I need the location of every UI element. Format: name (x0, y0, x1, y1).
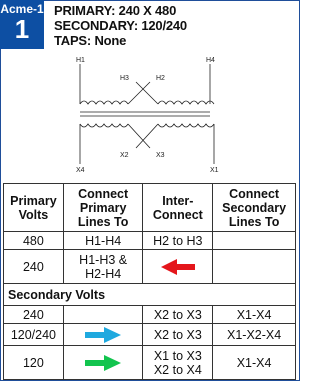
x3-label: X3 (156, 152, 165, 159)
secondary-volts-title: Secondary Volts (3, 283, 296, 306)
model-number: 1 (14, 14, 30, 44)
secondary-coil-left (79, 123, 129, 128)
h2-cross (135, 81, 159, 105)
secondary-title-row: Secondary Volts (3, 283, 296, 306)
cyan-arrow-icon (85, 326, 122, 343)
model-name: Acme-1 (0, 2, 44, 16)
wiring-diagram: H1 H4 H3 H2 X2 X3 X4 X1 (76, 57, 219, 174)
h4-label: H4 (206, 57, 215, 64)
primary-coil-right (157, 100, 215, 105)
taps-spec: TAPS: None (54, 33, 127, 48)
h2-label: H2 (156, 75, 165, 82)
primary-spec: PRIMARY: 240 X 480 (54, 3, 177, 18)
table-row: 120/240 X2 to X3 X1-X2-X4 (3, 323, 296, 346)
primary-coil-left (79, 100, 129, 105)
table-row: 480 H1-H4 H2 to H3 (3, 231, 296, 250)
secondary-coil-right (157, 123, 215, 128)
table-row: 240 X2 to X3 X1-X4 (3, 305, 296, 324)
secondary-spec: SECONDARY: 120/240 (54, 18, 187, 33)
x4-label: X4 (76, 167, 85, 174)
x2-label: X2 (120, 152, 129, 159)
model-badge: Acme-1 1 (0, 0, 44, 49)
h3-label: H3 (120, 75, 129, 82)
h1-label: H1 (76, 57, 85, 64)
x3-cross (127, 123, 151, 149)
h3-cross (127, 81, 151, 105)
red-arrow-icon (160, 258, 195, 275)
header-interconnect: Inter-Connect (142, 183, 214, 232)
table-row: 240 H1-H3 &H2-H4 (3, 249, 296, 284)
x1-label: X1 (210, 167, 219, 174)
x2-cross (135, 123, 159, 149)
green-arrow-icon (85, 354, 122, 371)
